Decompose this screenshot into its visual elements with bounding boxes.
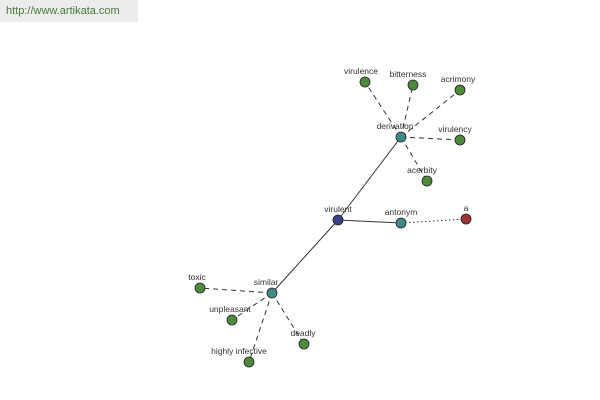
labels-layer: virulent derivation antonym similar virulenc… [188,66,476,356]
edge-similar-to-deadly [271,292,305,345]
node-label-derivation: derivation [377,121,414,131]
node-label-toxic: toxic [188,272,206,282]
node-derivation[interactable] [395,131,407,143]
node-highly-infective[interactable] [243,356,255,368]
node-label-acrimony: acrimony [441,74,476,84]
edge-virulent-to-derivation [337,136,402,221]
nodes-layer [194,76,472,368]
source-url-watermark: http://www.artikata.com [0,0,138,22]
node-deadly[interactable] [298,338,310,350]
edge-derivation-to-acrimony [400,89,461,138]
edge-similar-to-highly-infective [248,292,273,363]
node-label-a: a [464,203,469,213]
node-similar[interactable] [266,287,278,299]
edge-virulent-to-similar [271,219,339,294]
edges-layer [199,81,467,363]
node-label-virulence: virulence [344,66,378,76]
node-antonym[interactable] [395,217,407,229]
edge-similar-to-unpleasant [231,292,273,321]
node-label-virulent: virulent [324,204,352,214]
node-unpleasant[interactable] [226,314,238,326]
edge-similar-to-toxic [199,287,273,294]
node-label-highly-infective: highly infective [211,346,267,356]
node-label-virulency: virulency [438,124,472,134]
edge-derivation-to-virulence [364,81,402,138]
edge-antonym-to-a [400,218,467,224]
node-label-similar: similar [254,277,279,287]
node-label-unpleasant: unpleasant [209,304,251,314]
node-bitterness[interactable] [407,79,419,91]
node-a[interactable] [460,213,472,225]
node-label-antonym: antonym [385,207,418,217]
node-virulence[interactable] [359,76,371,88]
node-acrimony[interactable] [454,84,466,96]
node-virulency[interactable] [454,134,466,146]
node-label-acerbity: acerbity [407,165,438,175]
edge-derivation-to-virulency [400,136,461,141]
node-acerbity[interactable] [421,175,433,187]
node-toxic[interactable] [194,282,206,294]
edge-virulent-to-antonym [337,219,402,224]
node-label-deadly: deadly [290,328,316,338]
node-label-bitterness: bitterness [390,69,427,79]
node-virulent[interactable] [332,214,344,226]
